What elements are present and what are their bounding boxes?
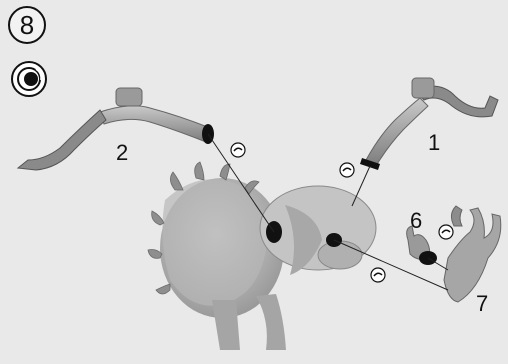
part-callout-1: 1 <box>428 132 440 154</box>
glue-drop-icon <box>439 225 453 239</box>
right-arm <box>360 78 498 170</box>
step-number: 8 <box>20 10 34 41</box>
glue-contact-icon <box>12 62 46 96</box>
part-callout-2: 2 <box>116 142 128 164</box>
part-callout-6: 6 <box>410 210 422 232</box>
glue-drop-icon <box>340 163 354 177</box>
glue-drop-icon <box>231 143 245 157</box>
glue-drop-icon <box>371 268 385 282</box>
step-number-badge: 8 <box>8 6 46 44</box>
large-hand <box>444 206 501 302</box>
main-body <box>148 162 376 350</box>
part-callout-7: 7 <box>476 293 488 315</box>
